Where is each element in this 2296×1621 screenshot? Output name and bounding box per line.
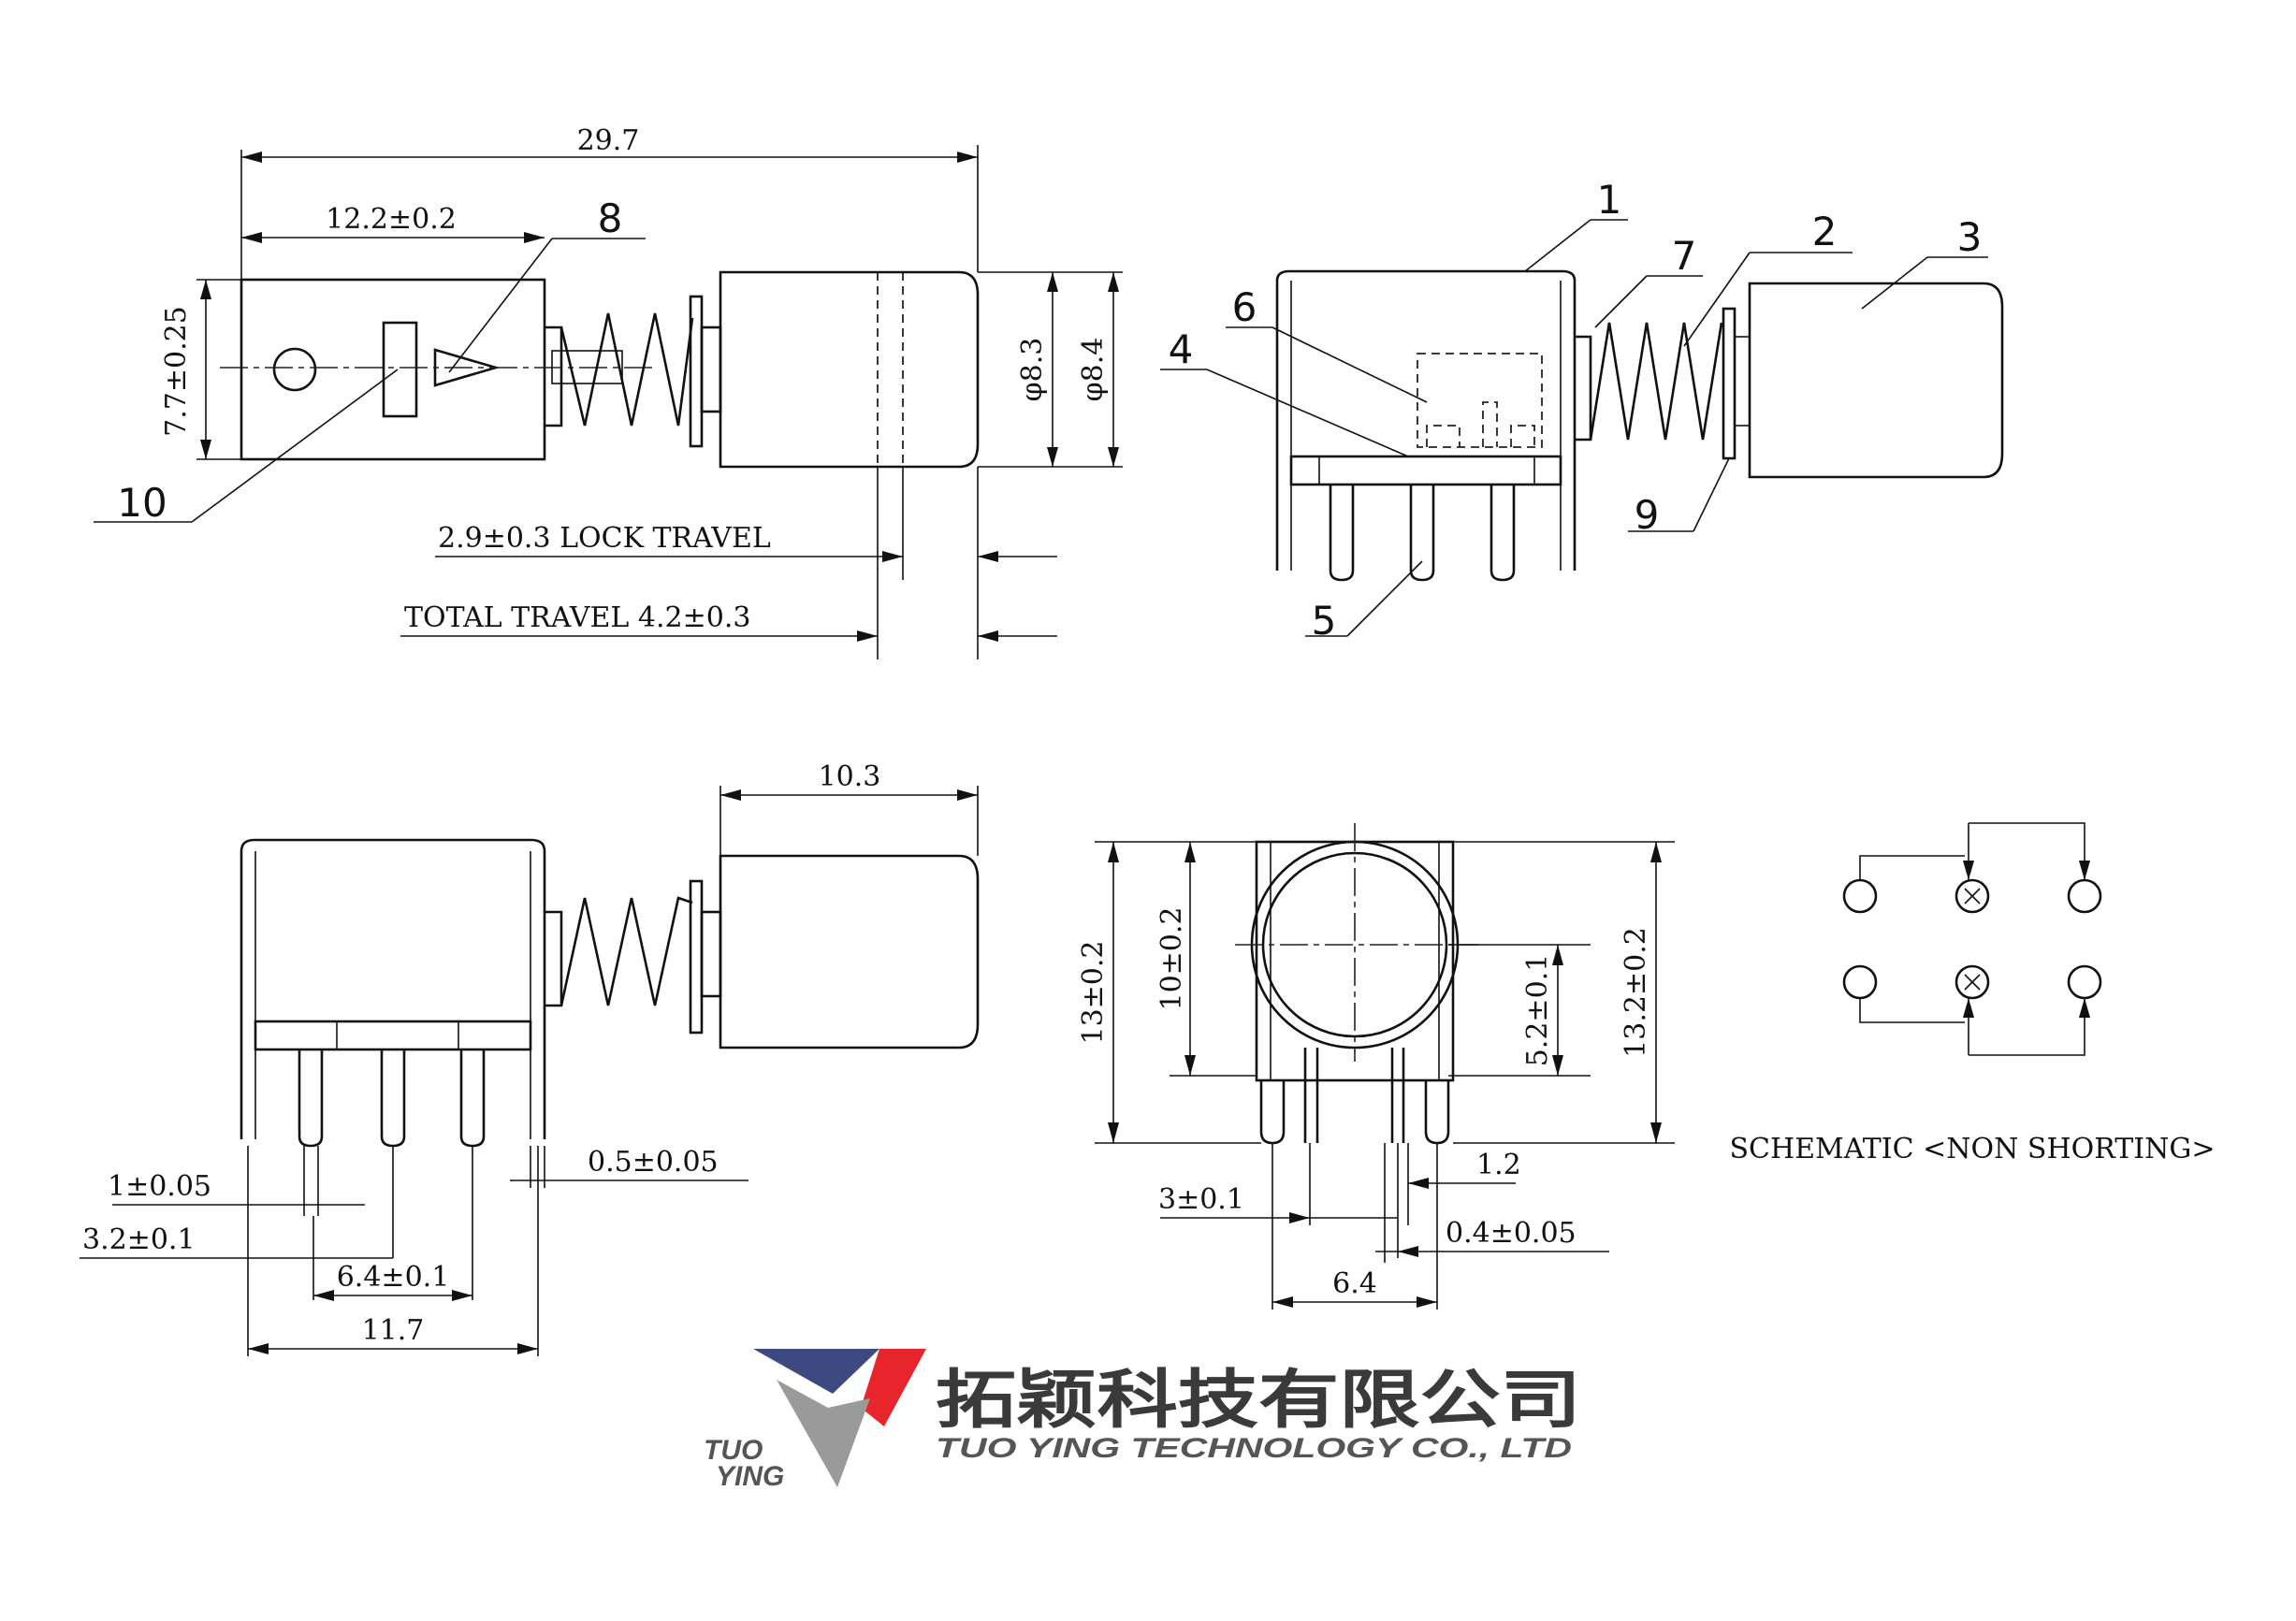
callout-2: 2	[1812, 209, 1838, 254]
callout-8: 8	[598, 195, 623, 241]
top-view: 29.7 12.2±0.2 7.7±0.25 φ8.3 φ8.4 2.9±0.3…	[94, 124, 1123, 659]
callout-10: 10	[117, 480, 167, 526]
terminal	[1842, 964, 1878, 1000]
callout-1: 1	[1597, 177, 1622, 223]
dim-front-total-height: 13.2±0.2	[1620, 927, 1652, 1058]
logo-blue-wing	[753, 1349, 879, 1394]
dim-body-height: 7.7±0.25	[160, 306, 193, 437]
section-cap	[1748, 282, 2004, 479]
slider-block	[382, 321, 418, 418]
dim-front-center-height: 10±0.2	[1155, 906, 1188, 1010]
logo-mark-line2: YING	[716, 1461, 784, 1492]
dim-front-base-width: 6.4	[1332, 1267, 1377, 1300]
terminal-common	[1955, 964, 1990, 1000]
dim-pin-offset: 3.2±0.1	[82, 1223, 196, 1256]
dim-front-height: 13±0.2	[1077, 940, 1110, 1044]
dim-pin-thickness: 0.5±0.05	[588, 1146, 719, 1179]
dim-cap-length: 10.3	[819, 760, 881, 793]
terminal-common	[1955, 878, 1990, 914]
cap	[719, 270, 980, 469]
side-cap	[719, 854, 980, 1049]
dim-cap-dia-large: φ8.4	[1077, 338, 1110, 402]
dim-front-pin-thick: 0.4±0.05	[1446, 1217, 1577, 1250]
switch-body	[240, 278, 546, 461]
company-logo: TUO YING 拓颖科技有限公司 TUO YING TECHNOLOGY CO…	[704, 1349, 1581, 1492]
terminal	[2067, 878, 2102, 914]
callout-5: 5	[1312, 598, 1337, 644]
schematic: SCHEMATIC <NON SHORTING>	[1729, 822, 2216, 1165]
dim-cap-dia-small: φ8.3	[1016, 338, 1049, 402]
side-frame	[240, 838, 546, 1139]
dim-total-travel: TOTAL TRAVEL 4.2±0.3	[404, 601, 750, 634]
callout-9: 9	[1635, 492, 1660, 538]
side-view: 10.3 1±0.05 3.2±0.1 6.4±0.1 11.7 0.5±0.0…	[80, 760, 980, 1356]
section-view: 1 2 3 4 5 6 7 9	[1160, 177, 2004, 644]
dim-body-length: 12.2±0.2	[326, 203, 457, 236]
terminal	[1842, 878, 1878, 914]
shield-frame	[1275, 269, 1577, 571]
body-hole	[272, 347, 317, 392]
schematic-caption: SCHEMATIC <NON SHORTING>	[1729, 1133, 2215, 1165]
callout-7: 7	[1672, 233, 1697, 279]
logo-mark-line1: TUO	[704, 1435, 763, 1466]
dim-overall-length: 29.7	[577, 124, 640, 157]
dim-front-side-height: 5.2±0.1	[1521, 954, 1554, 1067]
logo-gray-v	[777, 1380, 870, 1487]
dim-front-pin-offset: 3±0.1	[1158, 1183, 1244, 1216]
dim-front-pin-pitch: 1.2	[1476, 1149, 1521, 1181]
front-view: 13±0.2 10±0.2 5.2±0.1 13.2±0.2 3±0.1 1.2	[1077, 823, 1675, 1310]
callout-4: 4	[1169, 326, 1194, 372]
terminal	[2067, 964, 2102, 1000]
dim-pin-width: 1±0.05	[108, 1170, 211, 1203]
dim-base-width: 11.7	[362, 1314, 425, 1347]
dim-pin-spacing: 6.4±0.1	[337, 1261, 450, 1294]
dim-lock-travel: 2.9±0.3 LOCK TRAVEL	[438, 522, 771, 555]
callout-6: 6	[1232, 284, 1257, 330]
company-name-en: TUO YING TECHNOLOGY CO., LTD	[936, 1433, 1572, 1464]
logo-red-wing	[861, 1349, 926, 1426]
company-name-cn: 拓颖科技有限公司	[936, 1364, 1581, 1438]
callout-3: 3	[1957, 214, 1983, 260]
